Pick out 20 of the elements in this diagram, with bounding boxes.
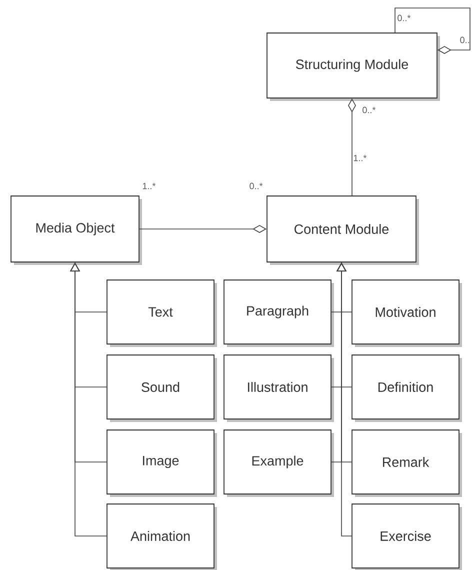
class-box: Remark [352, 430, 462, 497]
class-box: Illustration [224, 354, 334, 422]
multiplicity-label: 0..* [250, 182, 263, 190]
multiplicity-label: 0..* [398, 14, 411, 22]
class-box: Animation [106, 504, 217, 570]
class-box: Definition [352, 354, 462, 422]
connector [394, 8, 470, 54]
class-box: Paragraph [224, 280, 334, 347]
class-box: Motivation [352, 280, 462, 347]
class-box: Content Module [266, 196, 419, 265]
class-box: Media Object [10, 196, 142, 265]
class-box: Example [224, 430, 334, 497]
multiplicity-label: 1..* [142, 182, 156, 190]
class-box: Text [106, 280, 217, 347]
multiplicity-label: 1..* [354, 154, 367, 162]
class-box: Structuring Module [266, 32, 440, 101]
class-box: Sound [106, 354, 217, 422]
class-box: Image [106, 430, 217, 497]
multiplicity-label: 0.. [460, 36, 469, 44]
class-box: Exercise [352, 504, 462, 570]
